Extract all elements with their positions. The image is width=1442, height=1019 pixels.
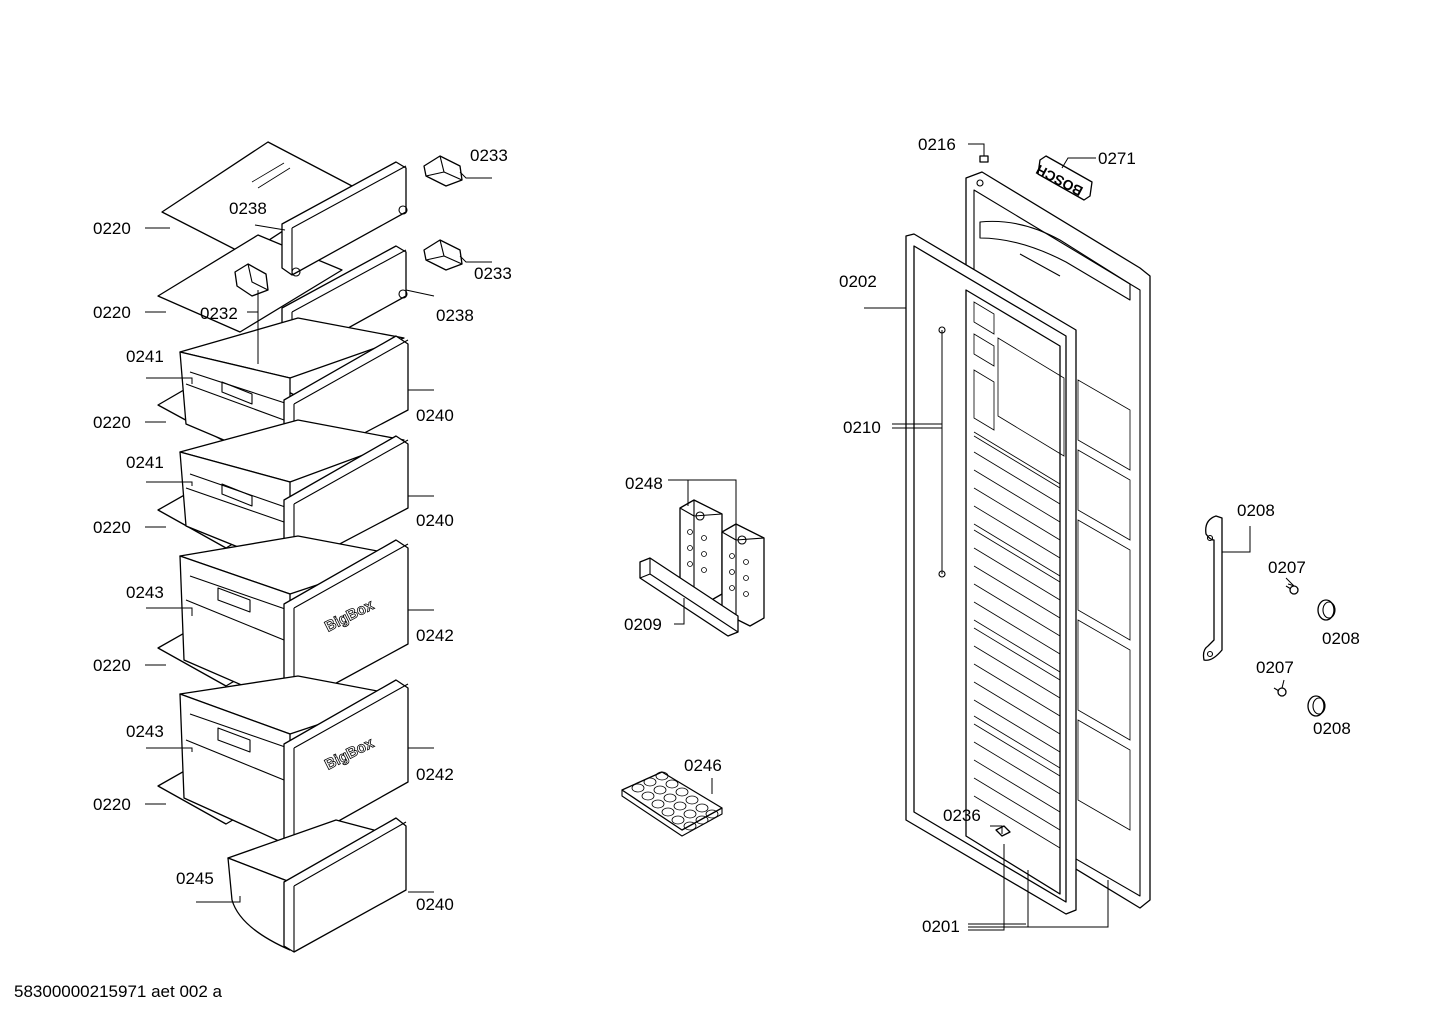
label-0220-b: 0220: [93, 303, 131, 322]
label-0243-b: 0243: [126, 722, 164, 741]
label-0207-a: 0207: [1268, 558, 1306, 577]
label-0243-a: 0243: [126, 583, 164, 602]
handle-cap-lower: [1307, 695, 1326, 717]
door-seal-gasket: [905, 233, 1077, 915]
ice-cube-tray: [621, 771, 723, 837]
label-0236: 0236: [943, 806, 981, 825]
shelf-support-bracket-right-lower: [423, 239, 463, 271]
label-0208-b: 0208: [1322, 629, 1360, 648]
label-0207-b: 0207: [1256, 658, 1294, 677]
label-0232: 0232: [200, 304, 238, 323]
shelf-front-trim-upper: [281, 161, 408, 277]
label-0240-b: 0240: [416, 511, 454, 530]
label-0220-c: 0220: [93, 413, 131, 432]
label-0210: 0210: [843, 418, 881, 437]
label-0233-a: 0233: [470, 146, 508, 165]
label-0220-f: 0220: [93, 795, 131, 814]
label-0271: 0271: [1098, 149, 1136, 168]
freezer-drawer-2: [179, 419, 409, 569]
bottom-drawer: [227, 817, 407, 953]
bigbox-drawer-2: BigBox: [179, 675, 409, 847]
label-0238-a: 0238: [229, 199, 267, 218]
hinge-cap: [979, 155, 989, 163]
label-0240-a: 0240: [416, 406, 454, 425]
label-0220-a: 0220: [93, 219, 131, 238]
label-0241-a: 0241: [126, 347, 164, 366]
label-0238-b: 0238: [436, 306, 474, 325]
label-0246: 0246: [684, 756, 722, 775]
label-0220-d: 0220: [93, 518, 131, 537]
handle-cap-upper: [1317, 599, 1336, 621]
label-0233-b: 0233: [474, 264, 512, 283]
label-0242-a: 0242: [416, 626, 454, 645]
shelf-support-bracket-left-upper: [234, 263, 269, 297]
label-0245: 0245: [176, 869, 214, 888]
label-0242-b: 0242: [416, 765, 454, 784]
brand-badge: BOSCH: [1033, 155, 1093, 201]
label-0220-e: 0220: [93, 656, 131, 675]
label-0241-b: 0241: [126, 453, 164, 472]
door-stop-block: [995, 825, 1011, 837]
bigbox-drawer-1: BigBox: [179, 535, 409, 707]
label-0216: 0216: [918, 135, 956, 154]
ice-pack-holder: [639, 557, 739, 637]
label-0209: 0209: [624, 615, 662, 634]
label-0208-c: 0208: [1313, 719, 1351, 738]
drawing-reference-number: 58300000215971 aet 002 a: [14, 982, 223, 1001]
door-handle: [1202, 515, 1223, 661]
handle-screw-upper: [1285, 583, 1299, 595]
label-0201: 0201: [922, 917, 960, 936]
label-0248: 0248: [625, 474, 663, 493]
label-0208-a: 0208: [1237, 501, 1275, 520]
label-0240-c: 0240: [416, 895, 454, 914]
label-0202: 0202: [839, 272, 877, 291]
handle-screw-lower: [1273, 687, 1287, 697]
part-labels: 0220 0220 0220 0220 0220 0220 0238 0238 …: [93, 135, 1360, 936]
shelf-support-bracket-right-upper: [423, 155, 463, 187]
leader-lines: [145, 143, 1295, 931]
